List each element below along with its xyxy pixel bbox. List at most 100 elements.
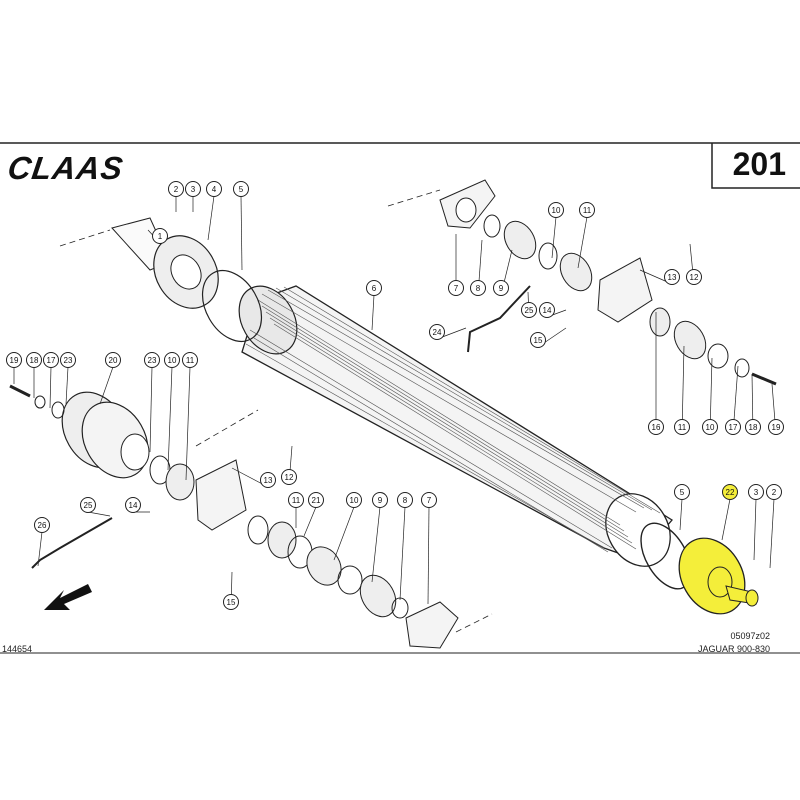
page-number: 201: [732, 146, 786, 182]
callout-label-c22: 22: [726, 488, 735, 497]
callout-circle-c11d: [288, 492, 304, 508]
callout-circle-c17a: [725, 419, 741, 435]
callout-label-c4: 4: [212, 185, 217, 194]
roller-drum: [238, 285, 673, 567]
callout-circle-c19a: [768, 419, 784, 435]
callout-circle-c22: [722, 484, 738, 500]
callout-leader-c23a: [65, 366, 69, 405]
callout-circle-c26: [34, 517, 50, 533]
bearing-stack-top-right: [439, 179, 777, 386]
callout-leader-c6: [371, 294, 375, 331]
callout-circle-c7a: [448, 280, 464, 296]
callout-label-c11a: 11: [583, 206, 592, 215]
callout-circle-c20: [105, 352, 121, 368]
callout-circle-c11a: [579, 202, 595, 218]
callout-leader-c22: [721, 498, 731, 541]
callout-label-c18b: 18: [30, 356, 39, 365]
callout-circle-c8a: [470, 280, 486, 296]
machine-model: JAGUAR 900-830: [697, 644, 770, 654]
callout-label-c25a: 25: [525, 306, 534, 315]
callout-leader-c7b: [427, 506, 430, 605]
callout-circle-c2a: [168, 181, 184, 197]
callout-label-c1: 1: [158, 232, 163, 241]
callout-circle-c4: [206, 181, 222, 197]
callout-label-c7a: 7: [454, 284, 459, 293]
callout-circle-c23a: [60, 352, 76, 368]
callout-label-c11c: 11: [186, 356, 195, 365]
callout-leader-c11a: [577, 216, 588, 269]
callout-circle-c24: [429, 324, 445, 340]
callout-label-c11b: 11: [678, 423, 687, 432]
callout-label-c23a: 23: [64, 356, 73, 365]
callout-leader-c4: [207, 195, 215, 241]
callout-leader-c10a: [551, 216, 557, 259]
callout-circle-c25b: [80, 497, 96, 513]
callout-label-c16: 16: [652, 423, 661, 432]
callout-leader-c26: [37, 531, 43, 567]
callout-circle-c14a: [539, 302, 555, 318]
revision-code: 05097z02: [730, 631, 770, 641]
callout-leader-c25b: [87, 511, 111, 517]
callout-circle-c14b: [125, 497, 141, 513]
callout-leader-c20: [99, 366, 114, 405]
callout-label-c26: 26: [38, 521, 47, 530]
callout-label-c15a: 15: [534, 336, 543, 345]
lubrication-pipe-bottom: [31, 517, 113, 569]
callout-circle-c23b: [144, 352, 160, 368]
callout-label-c8a: 8: [476, 284, 481, 293]
callout-label-c17a: 17: [729, 423, 738, 432]
callout-circle-c10b: [702, 419, 718, 435]
callout-label-c10a: 10: [552, 206, 561, 215]
callout-label-c10c: 10: [168, 356, 177, 365]
callout-label-c7b: 7: [427, 496, 432, 505]
callout-circle-c7b: [421, 492, 437, 508]
callout-label-c21: 21: [312, 496, 321, 505]
callout-label-c13b: 13: [264, 476, 273, 485]
callout-leader-c10c: [167, 366, 173, 471]
callout-leader-c5b: [679, 498, 683, 531]
callout-circle-c2b: [766, 484, 782, 500]
callout-circle-c15b: [223, 594, 239, 610]
callout-circle-c1: [152, 228, 168, 244]
callout-label-c5b: 5: [680, 488, 685, 497]
bearing-stack-bottom: [247, 515, 459, 649]
callout-circle-c13b: [260, 472, 276, 488]
callout-circle-c18b: [26, 352, 42, 368]
callout-label-c3b: 3: [754, 488, 759, 497]
callout-label-c18a: 18: [749, 423, 758, 432]
callout-label-c13a: 13: [668, 273, 677, 282]
callout-label-c19b: 19: [10, 356, 19, 365]
pulley-group-left: [9, 384, 247, 531]
callout-label-c14a: 14: [543, 306, 552, 315]
callout-label-c15b: 15: [227, 598, 236, 607]
callout-label-c3a: 3: [191, 185, 196, 194]
callout-circle-c13a: [664, 269, 680, 285]
callout-leader-c8b: [399, 506, 406, 601]
callout-leader-c2b: [769, 498, 775, 569]
callout-leader-c11c: [185, 366, 191, 481]
callout-circle-c5b: [674, 484, 690, 500]
callout-circle-c12a: [686, 269, 702, 285]
callout-label-c2a: 2: [174, 185, 179, 194]
callout-label-c9a: 9: [499, 284, 504, 293]
callout-circle-c8b: [397, 492, 413, 508]
footer-codes: 05097z02 JAGUAR 900-830: [698, 630, 770, 656]
callout-label-c14b: 14: [129, 501, 138, 510]
callout-leader-c10d: [333, 506, 355, 561]
callout-label-c2b: 2: [772, 488, 777, 497]
callout-leader-c3b: [753, 498, 757, 561]
callout-label-c25b: 25: [84, 501, 93, 510]
lubrication-pipe-top: [467, 285, 531, 353]
callout-label-c5a: 5: [239, 185, 244, 194]
callout-circle-c10c: [164, 352, 180, 368]
callout-label-c8b: 8: [403, 496, 408, 505]
callout-circle-c10a: [548, 202, 564, 218]
callout-label-c12a: 12: [690, 273, 699, 282]
shaft-flange-left: [111, 217, 263, 342]
callout-circle-c15a: [530, 332, 546, 348]
callout-circle-c17b: [43, 352, 59, 368]
callout-circle-c3a: [185, 181, 201, 197]
callout-label-c10d: 10: [350, 496, 359, 505]
callout-circle-c9b: [372, 492, 388, 508]
callout-circle-c11c: [182, 352, 198, 368]
